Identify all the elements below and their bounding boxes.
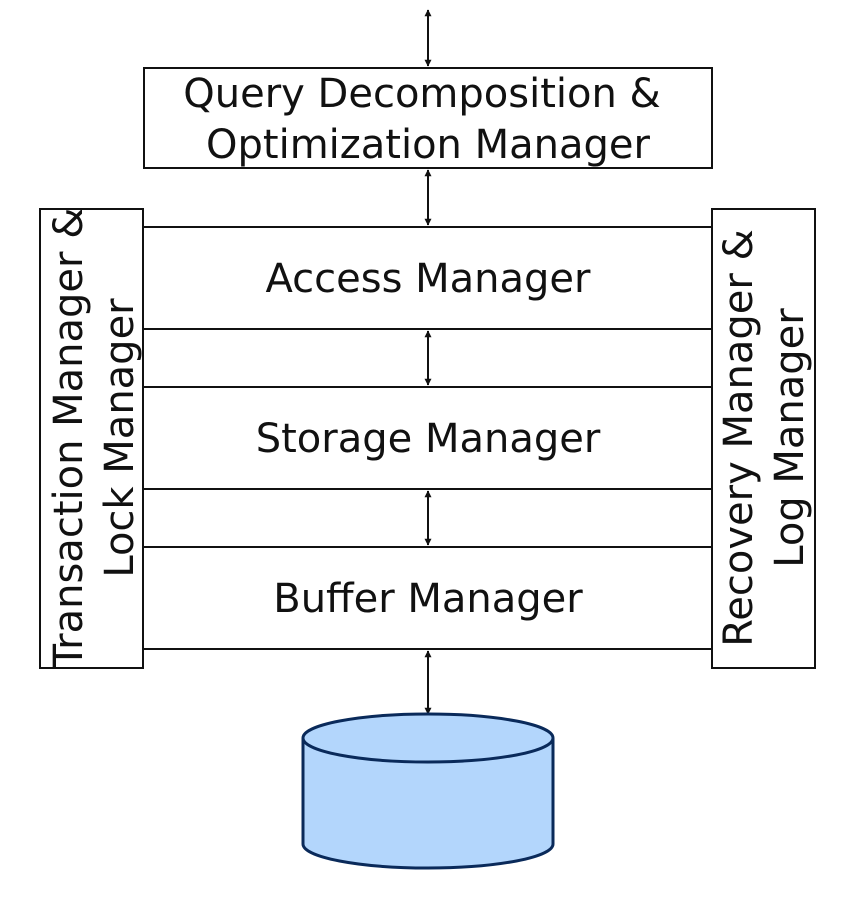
recovery-manager-frame bbox=[711, 208, 816, 669]
database-cylinder-body bbox=[301, 738, 555, 870]
database-cylinder-icon bbox=[301, 712, 555, 870]
query-decomposition-frame bbox=[143, 67, 713, 169]
transaction-manager-box: Transaction Manager & Lock Manager bbox=[39, 208, 144, 670]
recovery-manager-label-line2: Log Manager bbox=[767, 308, 813, 568]
buffer-manager-label: Buffer Manager bbox=[273, 576, 583, 622]
database-cylinder-top bbox=[301, 712, 555, 764]
recovery-manager-label-line1: Recovery Manager & bbox=[716, 229, 762, 646]
recovery-manager-box: Recovery Manager & Log Manager bbox=[711, 208, 816, 669]
storage-manager-label: Storage Manager bbox=[256, 416, 601, 462]
access-manager-label: Access Manager bbox=[266, 256, 592, 302]
manager-layers: Access Manager Storage Manager Buffer Ma… bbox=[144, 226, 712, 650]
transaction-manager-frame bbox=[39, 208, 144, 669]
query-decomposition-label-line1: Query Decomposition & bbox=[183, 71, 660, 117]
query-decomposition-box: Query Decomposition & Optimization Manag… bbox=[143, 67, 713, 169]
query-decomposition-label-line2: Optimization Manager bbox=[206, 122, 650, 168]
transaction-manager-label-line2: Lock Manager bbox=[97, 298, 143, 578]
transaction-manager-label-line1: Transaction Manager & bbox=[46, 208, 92, 670]
